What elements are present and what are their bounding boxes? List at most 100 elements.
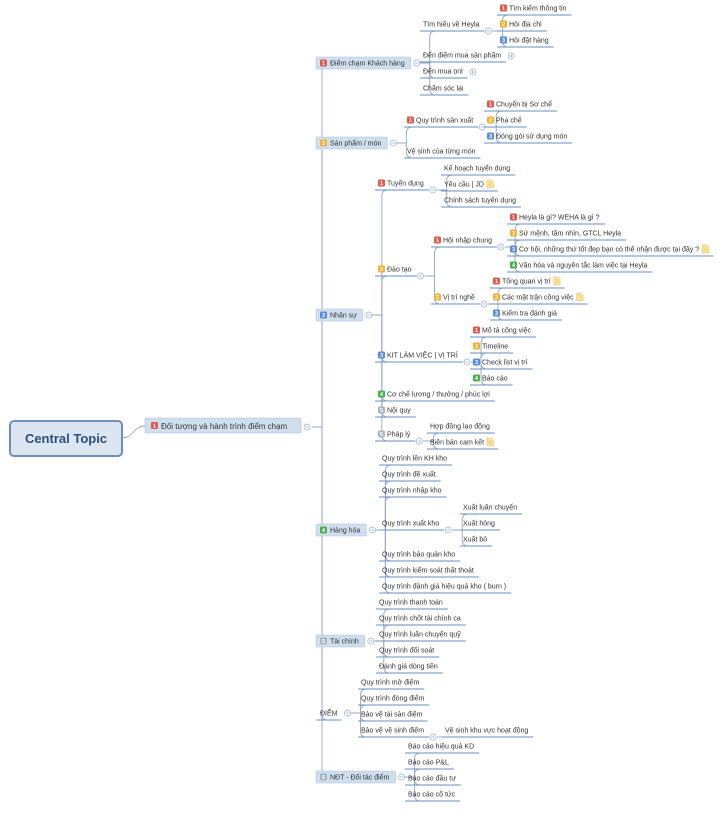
collapse-toggle[interactable] — [417, 272, 424, 280]
topic-van-hoa-va-nguyen-tac-lam-viec-tai-heyla[interactable]: Văn hóa và nguyên tắc làm việc tại Heyla — [507, 261, 653, 273]
topic-co-che-luong-thuong-phuc-loi[interactable]: Cơ chế lương / thưởng / phúc lợi — [375, 390, 495, 402]
note-icon[interactable] — [576, 292, 584, 302]
central-topic[interactable]: Central Topic — [9, 420, 123, 457]
note-icon[interactable] — [553, 276, 561, 286]
collapse-toggle[interactable] — [480, 300, 488, 308]
topic-hoi-dat-hang[interactable]: Hỏi đặt hàng — [497, 37, 554, 48]
topic-cham-soc-lai[interactable]: Chăm sóc lại — [420, 86, 469, 96]
collapse-toggle[interactable] — [463, 358, 471, 366]
branch-hang-hoa[interactable]: Hàng hóa — [315, 523, 367, 537]
topic-noi-quy[interactable]: Nội quy — [375, 408, 416, 418]
topic-check-list-vi-tri[interactable]: Check list vị trí — [470, 360, 533, 370]
topic-bao-ve-tai-san-diem[interactable]: Bảo vệ tài sản điểm — [358, 711, 428, 722]
topic-ke-hoach-tuyen-dung[interactable]: Kế hoạch tuyển dụng — [441, 164, 516, 176]
note-icon[interactable] — [486, 179, 494, 189]
topic-hop-dong-lao-dong[interactable]: Hợp đồng lao động — [427, 422, 495, 434]
topic-quy-trinh-len-kh-kho[interactable]: Quy trình lên KH kho — [379, 456, 452, 466]
collapse-toggle[interactable] — [369, 526, 376, 534]
topic-bao-cao-p-l[interactable]: Báo cáo P&L — [405, 760, 454, 770]
topic-label: Bảo vệ vệ sinh điểm — [361, 727, 424, 735]
expand-toggle[interactable] — [469, 68, 477, 76]
topic-kit-lam-viec-vi-tri[interactable]: KIT LÀM VIỆC | VỊ TRÍ — [375, 351, 464, 363]
topic-kiem-tra-danh-gia[interactable]: Kiểm tra đánh giá — [490, 310, 562, 321]
topic-hoi-nhap-chung[interactable]: Hội nhập chung — [431, 238, 498, 248]
topic-quy-trinh-thanh-toan[interactable]: Quy trình thanh toán — [376, 600, 448, 610]
branch-diem-cham-khach-hang[interactable]: Điểm chạm Khách hàng — [315, 56, 411, 70]
topic-phap-ly[interactable]: Pháp lý — [375, 432, 416, 442]
topic-quy-trinh-chot-tai-chinh-ca[interactable]: Quy trình chốt tài chính ca — [376, 614, 466, 626]
topic-quy-trinh-de-xuat[interactable]: Quy trình đề xuất — [379, 470, 441, 482]
branch-nhan-su[interactable]: Nhân sự — [315, 308, 364, 322]
collapse-toggle[interactable] — [413, 59, 421, 67]
topic-tim-kiem-thong-tin[interactable]: Tìm kiếm thông tin — [497, 4, 572, 16]
topic-quy-trinh-nhap-kho[interactable]: Quy trình nhập kho — [379, 488, 447, 498]
collapse-toggle[interactable] — [444, 526, 452, 534]
topic-tim-hieu-ve-heyla[interactable]: Tìm hiểu về Heyla — [420, 20, 485, 32]
collapse-toggle[interactable] — [415, 437, 423, 445]
topic-tong-quan-vi-tri[interactable]: Tổng quan vị trí — [490, 278, 565, 289]
topic-quy-trinh-dong-diem[interactable]: Quy trình đóng điểm — [358, 695, 430, 706]
topic-bao-cao[interactable]: Báo cáo — [470, 376, 513, 386]
topic-vi-tri-nghe[interactable]: Vị trí nghề — [431, 293, 480, 305]
topic-pha-che[interactable]: Pha chế — [484, 116, 527, 128]
topic-bien-ban-cam-ket[interactable]: Biên bản cam kết — [427, 438, 499, 450]
branch-ndt-doi-tac-diem[interactable]: NĐT - Đối tác điểm — [315, 770, 396, 784]
collapse-toggle[interactable] — [367, 637, 375, 645]
note-icon[interactable] — [486, 437, 494, 447]
topic-quy-trinh-xuat-kho[interactable]: Quy trình xuất kho — [379, 519, 445, 531]
topic-ve-sinh-khu-vuc-hoat-dong[interactable]: Vệ sinh khu vực hoạt động — [442, 728, 534, 738]
branch-diem[interactable]: ĐIỂM — [316, 709, 342, 721]
topic-label: KIT LÀM VIỆC | VỊ TRÍ — [387, 351, 458, 360]
topic-yeu-cau-jd[interactable]: Yêu cầu | JD — [441, 180, 498, 192]
collapse-toggle[interactable] — [429, 186, 437, 194]
topic-label: Báo cáo P&L — [408, 760, 449, 767]
topic-quy-trinh-kiem-soat-that-thoat[interactable]: Quy trình kiểm soát thất thoát — [379, 566, 479, 578]
collapse-toggle[interactable] — [485, 27, 492, 35]
collapse-toggle[interactable] — [303, 423, 311, 431]
main-topic[interactable]: Đối tượng và hành trình điểm chạm — [144, 417, 302, 434]
topic-heyla-la-gi-weha-la-gi[interactable]: Heyla là gì? WEHA là gì ? — [507, 215, 605, 225]
topic-quy-trinh-luan-chuyen-quy[interactable]: Quy trình luân chuyển quỹ — [376, 631, 466, 642]
branch-tai-chinh[interactable]: Tài chính — [315, 634, 366, 648]
topic-co-hoi-nhung-thu-tot-dep-ban-co-the-nhan[interactable]: Cơ hội, những thứ tốt đẹp bạn có thể nhậ… — [507, 245, 714, 257]
branch-san-pham-mon[interactable]: Sản phẩm / món — [315, 136, 388, 150]
topic-bao-ve-ve-sinh-diem[interactable]: Bảo vệ vệ sinh điểm — [358, 727, 430, 738]
topic-xuat-bo[interactable]: Xuất bỏ — [460, 535, 493, 547]
topic-label: Yêu cầu | JD — [444, 180, 484, 189]
topic-mo-ta-cong-viec[interactable]: Mô tả công việc — [470, 328, 537, 338]
topic-xuat-hong[interactable]: Xuất hỏng — [460, 519, 500, 531]
topic-danh-gia-dong-tien[interactable]: Đánh giá dòng tiền — [376, 662, 443, 674]
topic-den-diem-mua-san-pham[interactable]: Đến điểm mua sản phẩm — [420, 51, 507, 63]
topic-chinh-sach-tuyen-dung[interactable]: Chính sách tuyển dụng — [441, 197, 521, 208]
topic-bao-cao-hieu-qua-kd[interactable]: Báo cáo hiệu quả KD — [405, 744, 480, 754]
topic-quy-trinh-doi-soat[interactable]: Quy trình đối soát — [376, 646, 440, 658]
topic-hoi-dia-chi[interactable]: Hỏi địa chỉ — [497, 21, 547, 32]
topic-den-mua-onl[interactable]: Đến mua onl — [420, 67, 468, 79]
note-icon[interactable] — [701, 244, 709, 254]
topic-su-menh-tam-nhin-gtcl-heyla[interactable]: Sứ mệnh, tầm nhìn, GTCL Heyla — [507, 229, 627, 241]
topic-quy-trinh-mo-diem[interactable]: Quy trình mở điểm — [358, 679, 425, 690]
collapse-toggle[interactable] — [398, 773, 405, 781]
priority-badge-number: 2 — [475, 344, 478, 350]
priority-badge-number: 2 — [322, 141, 325, 147]
topic-chuyen-bi-so-che[interactable]: Chuyển bị Sơ chế — [484, 100, 557, 112]
topic-ve-sinh-cua-tung-mon[interactable]: Vệ sinh của từng món — [404, 148, 481, 159]
expand-toggle[interactable] — [507, 52, 515, 60]
topic-cac-mat-tran-cong-viec[interactable]: Các mặt trận công việc — [490, 295, 588, 305]
collapse-toggle[interactable] — [390, 139, 397, 147]
collapse-toggle[interactable] — [429, 733, 437, 741]
topic-bao-cao-co-tuc[interactable]: Báo cáo cổ tức — [405, 791, 461, 802]
topic-timeline[interactable]: Timeline — [470, 344, 514, 354]
topic-quy-trinh-san-xuat[interactable]: Quy trình sản xuất — [404, 116, 479, 128]
topic-quy-trinh-danh-gia-hieu-qua-kho-burn[interactable]: Quy trình đánh giá hiệu quả kho ( burn ) — [379, 584, 512, 594]
topic-xuat-luan-chuyen[interactable]: Xuất luân chuyển — [460, 503, 523, 515]
topic-dong-goi-su-dung-mon[interactable]: Đóng gói sử dụng món — [484, 133, 573, 144]
collapse-toggle[interactable] — [344, 709, 351, 717]
topic-quy-trinh-bao-quan-kho[interactable]: Quy trình bảo quản kho — [379, 552, 461, 562]
collapse-toggle[interactable] — [365, 311, 373, 319]
collapse-toggle[interactable] — [497, 243, 505, 251]
topic-label: Báo cáo — [482, 376, 508, 383]
topic-tuyen-dung[interactable]: Tuyển dụng — [375, 180, 429, 191]
topic-bao-cao-dau-tu[interactable]: Báo cáo đầu tư — [405, 774, 461, 786]
topic-dao-tao[interactable]: Đào tạo — [375, 267, 417, 277]
